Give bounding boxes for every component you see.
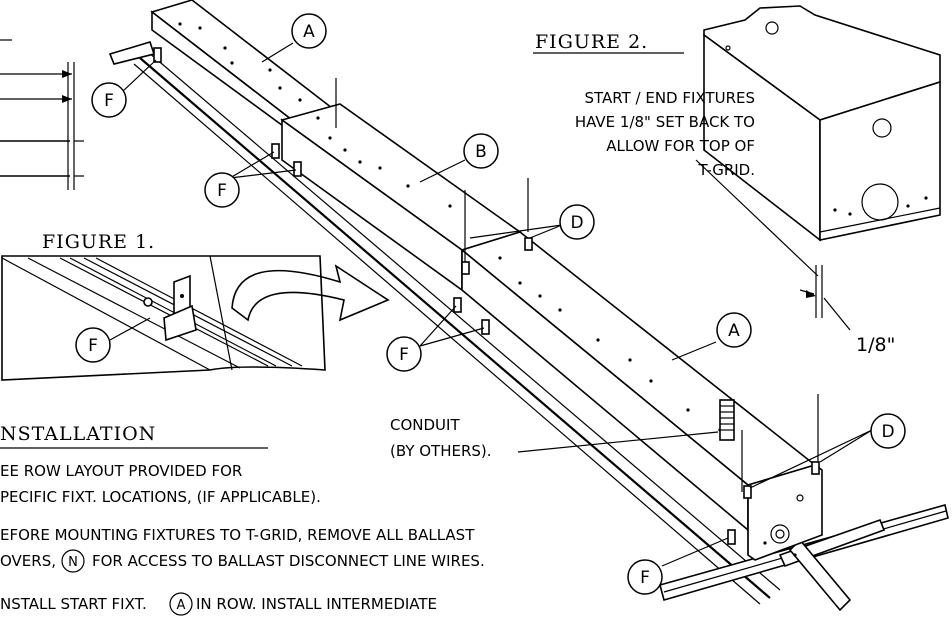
svg-text:F: F — [88, 336, 98, 356]
svg-text:CONDUIT: CONDUIT — [390, 416, 460, 434]
svg-text:T-GRID.: T-GRID. — [697, 161, 755, 179]
svg-text:F: F — [217, 181, 227, 201]
partial-dimension-detail — [0, 39, 84, 190]
svg-text:A: A — [177, 598, 186, 613]
callout-f-figure-1: F — [75, 327, 111, 363]
installation-title: NSTALLATION — [0, 423, 156, 445]
svg-text:HAVE 1/8" SET BACK TO: HAVE 1/8" SET BACK TO — [575, 113, 755, 131]
svg-text:F: F — [104, 91, 114, 111]
svg-text:ALLOW FOR TOP OF: ALLOW FOR TOP OF — [606, 137, 755, 155]
svg-text:B: B — [475, 142, 487, 162]
figure-1-inset: FIGURE 1. — [1, 231, 326, 381]
svg-text:A: A — [728, 321, 740, 341]
svg-text:OVERS,: OVERS, — [0, 552, 56, 570]
svg-text:PECIFIC FIXT. LOCATIONS, (IF A: PECIFIC FIXT. LOCATIONS, (IF APPLICABLE)… — [0, 488, 321, 506]
t-grid-cross-runner — [659, 504, 949, 612]
svg-text:A: A — [303, 22, 315, 42]
installation-notes: NSTALLATION EE ROW LAYOUT PROVIDED FOR P… — [0, 423, 485, 616]
svg-text:F: F — [399, 345, 409, 365]
leader-lines — [121, 42, 873, 567]
callout-f-center: F — [386, 336, 422, 372]
figure-1-pointer-arrow — [231, 264, 390, 322]
svg-text:IN ROW. INSTALL INTERMEDIATE: IN ROW. INSTALL INTERMEDIATE — [196, 595, 437, 613]
svg-text:FOR ACCESS TO BALLAST DISCONNE: FOR ACCESS TO BALLAST DISCONNECT LINE WI… — [92, 552, 485, 570]
callout-d-middle: D — [559, 204, 595, 240]
fixture-knockouts — [178, 22, 797, 557]
callout-f-middle: F — [204, 172, 240, 208]
svg-text:(BY OTHERS).: (BY OTHERS). — [390, 442, 492, 460]
clips — [153, 47, 820, 545]
callout-d-right: D — [870, 413, 906, 449]
callout-b: B — [463, 133, 499, 169]
svg-text:F: F — [640, 568, 650, 588]
conduit-note: CONDUIT (BY OTHERS). — [390, 416, 492, 460]
conduit-pipe — [719, 399, 735, 441]
svg-text:START / END FIXTURES: START / END FIXTURES — [584, 89, 755, 107]
figure-2-note: START / END FIXTURES HAVE 1/8" SET BACK … — [575, 89, 755, 179]
figure-2-title: FIGURE 2. — [535, 31, 648, 53]
callout-f-top: F — [91, 82, 127, 118]
figure-2-inset: FIGURE 2. — [533, 5, 941, 331]
svg-text:NSTALL START FIXT.: NSTALL START FIXT. — [0, 595, 147, 613]
figure-1-title: FIGURE 1. — [42, 231, 155, 253]
callout-a-middle: A — [716, 312, 752, 348]
svg-text:D: D — [570, 213, 583, 233]
callout-a-top: A — [291, 13, 327, 49]
svg-text:D: D — [881, 422, 894, 442]
callout-f-bottom: F — [627, 559, 663, 595]
set-back-dimension: 1/8" — [856, 334, 895, 356]
svg-text:EFORE MOUNTING FIXTURES TO T-G: EFORE MOUNTING FIXTURES TO T-GRID, REMOV… — [0, 526, 475, 544]
svg-text:EE ROW LAYOUT PROVIDED FOR: EE ROW LAYOUT PROVIDED FOR — [0, 462, 242, 480]
svg-text:N: N — [68, 555, 78, 570]
